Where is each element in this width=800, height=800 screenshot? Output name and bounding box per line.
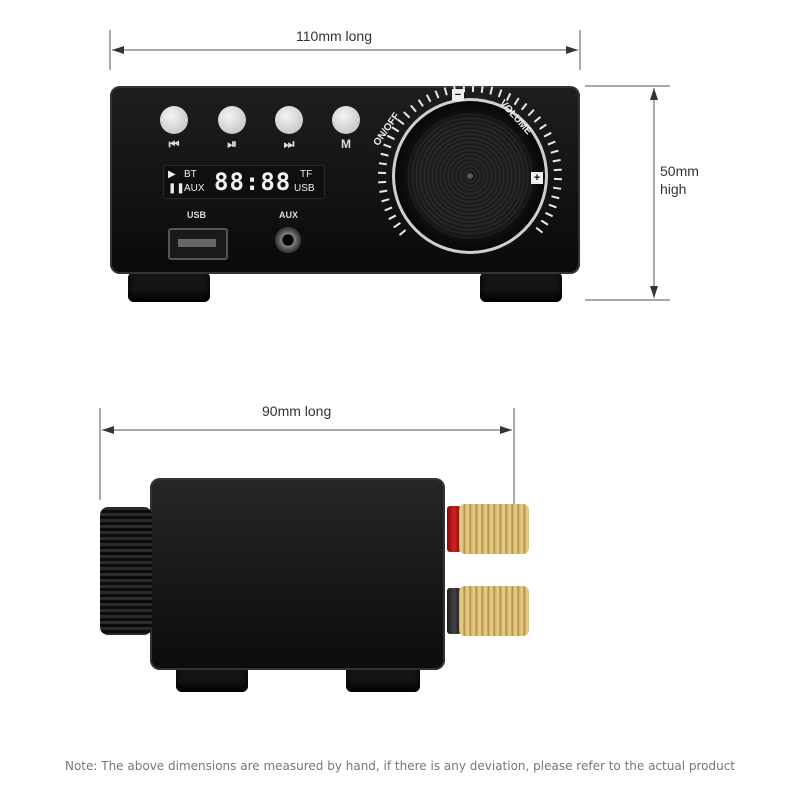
- knob-tick: [553, 186, 562, 190]
- red-terminal-collar: [447, 506, 461, 552]
- prev-icon: ⏮: [168, 137, 180, 151]
- knob-tick: [547, 140, 556, 146]
- knob-tick: [384, 206, 393, 212]
- display-bt: BT: [184, 169, 197, 180]
- knob-tick: [553, 168, 562, 172]
- knob-tick: [393, 222, 401, 229]
- knob-tick: [386, 134, 395, 141]
- knob-tick: [520, 102, 528, 111]
- knob-tick: [379, 189, 388, 193]
- next-button[interactable]: [275, 106, 303, 134]
- knob-tick: [388, 214, 397, 221]
- knob-tick-ring: [378, 84, 562, 236]
- mode-button[interactable]: [332, 106, 360, 134]
- amplifier-side-panel: [150, 478, 445, 670]
- knob-tick: [543, 131, 552, 138]
- knob-tick: [391, 126, 400, 133]
- knob-tick: [489, 86, 494, 95]
- side-length-label: 90mm long: [262, 403, 332, 419]
- knob-tick: [545, 211, 554, 218]
- knob-tick: [552, 159, 561, 163]
- front-width-label: 110mm long: [296, 28, 373, 44]
- knob-tick: [527, 109, 535, 117]
- knob-tick: [533, 116, 542, 123]
- knob-tick: [381, 198, 390, 203]
- knob-center-dot: [467, 173, 473, 179]
- display-tf: TF: [300, 169, 313, 180]
- knob-tick: [380, 152, 389, 157]
- knob-tick: [462, 84, 466, 93]
- knob-tick: [540, 219, 549, 226]
- knob-tick: [417, 99, 424, 107]
- knob-plus-label: +: [531, 172, 543, 184]
- side-volume-knob[interactable]: [100, 507, 152, 635]
- knob-tick: [497, 89, 503, 98]
- knob-tick: [548, 203, 557, 209]
- usb-port: [168, 228, 228, 260]
- knob-tick: [551, 195, 560, 200]
- knob-tick: [535, 226, 544, 234]
- knob-tick: [396, 118, 405, 126]
- front-foot-right: [480, 272, 562, 302]
- pause-indicator-icon: ❚❚: [168, 183, 185, 194]
- front-height-label: 50mm high: [660, 162, 699, 198]
- knob-tick: [513, 97, 520, 106]
- usb-port-label: USB: [187, 210, 207, 220]
- knob-tick: [480, 84, 484, 93]
- next-icon: ⏭: [283, 137, 295, 151]
- black-speaker-terminal[interactable]: [459, 586, 529, 636]
- knob-tick: [378, 180, 387, 184]
- height-unit: high: [660, 181, 687, 197]
- knob-tick: [378, 162, 387, 166]
- prev-button[interactable]: [160, 106, 188, 134]
- measurement-note: Note: The above dimensions are measured …: [64, 759, 735, 773]
- knob-tick: [403, 111, 411, 119]
- front-foot-left: [128, 272, 210, 302]
- knob-minus-label: −: [452, 89, 464, 101]
- height-value: 50mm: [660, 163, 699, 179]
- knob-tick: [398, 229, 407, 236]
- knob-tick: [443, 87, 448, 96]
- play-indicator-icon: ▶: [168, 169, 176, 180]
- black-terminal-collar: [447, 588, 461, 634]
- red-speaker-terminal[interactable]: [459, 504, 529, 554]
- mode-label: M: [341, 137, 351, 151]
- knob-tick: [383, 143, 392, 149]
- lcd-display: ▶ BT ❚❚ AUX 88:88 TF USB: [163, 165, 325, 199]
- knob-tick: [539, 123, 547, 130]
- display-aux: AUX: [184, 183, 205, 194]
- knob-tick: [434, 90, 440, 99]
- play-pause-button[interactable]: [218, 106, 246, 134]
- aux-port-label: AUX: [279, 210, 299, 220]
- knob-tick: [425, 94, 432, 103]
- knob-tick: [550, 149, 559, 154]
- aux-port: [275, 227, 301, 253]
- knob-tick: [410, 104, 417, 113]
- knob-tick: [505, 92, 512, 101]
- play-pause-icon: ⏯: [227, 137, 237, 151]
- display-usb: USB: [294, 183, 315, 194]
- display-digits: 88:88: [214, 168, 292, 196]
